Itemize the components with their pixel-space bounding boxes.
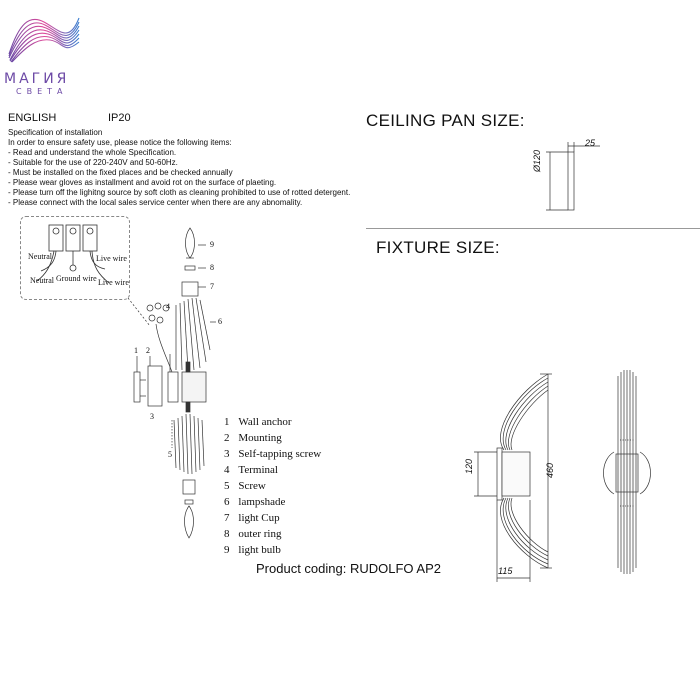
legend-item: 8 outer ring <box>224 528 282 540</box>
spec-item: - Read and understand the whole Specific… <box>8 148 177 157</box>
ceiling-pan-title: CEILING PAN SIZE: <box>366 111 525 130</box>
parts-legend: 1 Wall anchor 2 Mounting 3 Self-tapping … <box>224 412 364 556</box>
logo-wave-icon <box>8 17 80 63</box>
fixture-size-title: FIXTURE SIZE: <box>376 238 500 257</box>
fixture-pan-dim: 120 <box>464 458 474 474</box>
spec-intro: In order to ensure safety use, please no… <box>8 138 232 147</box>
wire-label-neutral: Neutral <box>28 252 52 261</box>
spec-item: - Please wear gloves as installment and … <box>8 178 277 187</box>
legend-item: 2 Mounting <box>224 432 282 444</box>
callout-number: 7 <box>210 282 214 291</box>
ceiling-pan-depth: 25 <box>585 138 596 148</box>
product-coding: Product coding: RUDOLFO AP2 <box>256 561 441 576</box>
callout-number: 4 <box>166 302 170 311</box>
brand-logo: МАГИЯ СВЕТА <box>4 4 84 99</box>
callout-number: 8 <box>210 263 214 272</box>
callout-number: 5 <box>168 450 172 459</box>
legend-item: 1 Wall anchor <box>224 416 292 428</box>
callout-number: 6 <box>218 317 222 326</box>
wire-label-live: Live wire <box>98 278 129 287</box>
legend-item: 9 light bulb <box>224 544 281 556</box>
legend-item: 5 Screw <box>224 480 266 492</box>
wiring-detail <box>20 216 130 300</box>
fixture-projection-dim: 115 <box>498 566 513 576</box>
ip-rating: IP20 <box>108 112 131 124</box>
lampshade-top-icon <box>175 297 211 371</box>
fixture-front-view <box>603 370 651 574</box>
logo-title: МАГИЯ <box>4 71 70 87</box>
spec-title: Specification of installation <box>8 128 103 137</box>
callout-number: 2 <box>146 346 150 355</box>
wire-label-ground: Ground wire <box>56 274 97 283</box>
legend-item: 6 lampshade <box>224 496 286 508</box>
spec-item: - Must be installed on the fixed places … <box>8 168 233 177</box>
callout-number: 9 <box>210 240 214 249</box>
ceiling-pan-diagram <box>546 142 600 211</box>
divider-line <box>366 228 700 229</box>
spec-item: - Suitable for the use of 220-240V and 5… <box>8 158 178 167</box>
callout-number: 3 <box>150 412 154 421</box>
spec-item: - Please connect with the local sales se… <box>8 198 303 207</box>
specification-block: Specification of installation In order t… <box>8 128 368 208</box>
wire-label-live: Live wire <box>96 254 127 263</box>
fixture-side-view <box>474 373 552 582</box>
legend-item: 3 Self-tapping screw <box>224 448 322 460</box>
legend-item: 7 light Cup <box>224 512 280 524</box>
callout-number: 1 <box>134 346 138 355</box>
ceiling-pan-diameter: Ø120 <box>532 149 542 172</box>
logo-subtitle: СВЕТА <box>16 87 68 96</box>
spec-item: - Please turn off the lighitng source by… <box>8 188 351 197</box>
wire-label-neutral: Neutral <box>30 276 54 285</box>
terminal-block-icon <box>36 224 110 284</box>
legend-item: 4 Terminal <box>224 464 278 476</box>
lampshade-bottom-icon <box>173 413 205 475</box>
fixture-height-dim: 460 <box>545 462 555 478</box>
language-label: ENGLISH <box>8 112 57 124</box>
